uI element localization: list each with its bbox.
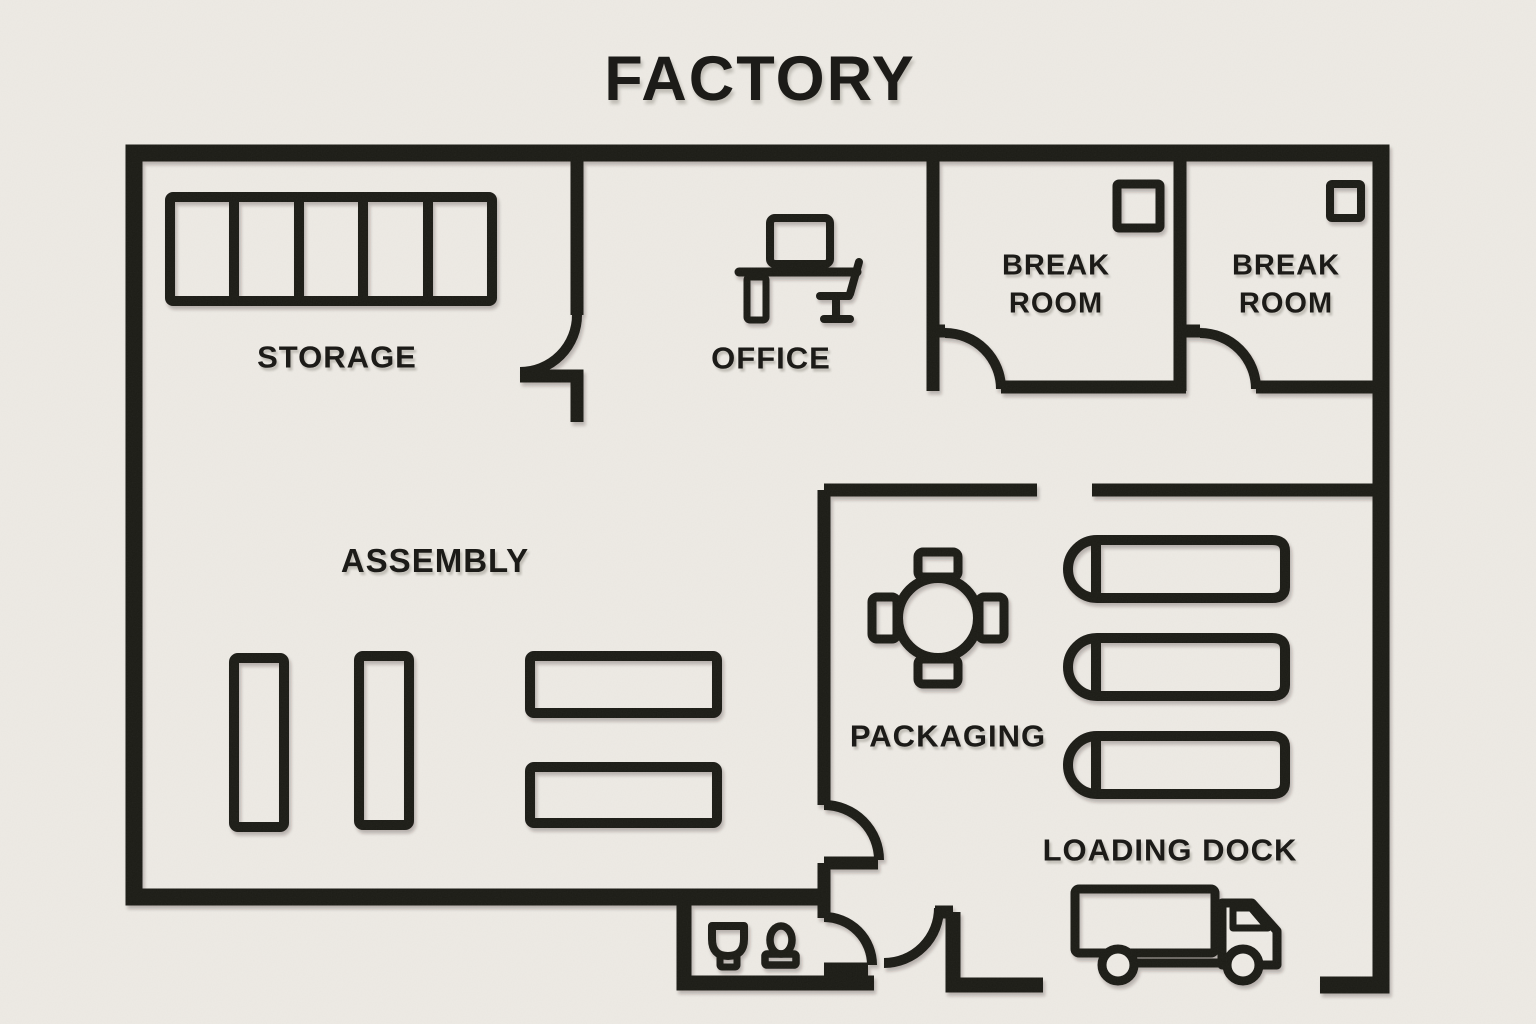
- room-label-break-room-2: BREAK ROOM: [1231, 249, 1341, 320]
- loading-dock-left-wall: [945, 912, 1043, 993]
- packaging-table-icon: [867, 547, 1009, 689]
- room-label-storage: STORAGE: [257, 339, 417, 375]
- dock-corridor-door-arc: [883, 907, 944, 968]
- break-room-2-door-arc: [1199, 328, 1261, 390]
- page-title: FACTORY: [604, 44, 916, 114]
- room-label-assembly: ASSEMBLY: [340, 542, 530, 580]
- break-room-2-cabinet-icon: [1326, 180, 1365, 222]
- roller-cart-icons: [1063, 535, 1290, 799]
- office-desk-icon: [734, 214, 863, 324]
- room-label-office: OFFICE: [711, 340, 831, 376]
- storage-door-arc: [519, 314, 582, 377]
- packaging-door-arc: [823, 800, 884, 861]
- truck-icon: [1070, 884, 1282, 986]
- break-room-1-cabinet-icon: [1112, 179, 1165, 233]
- break-room-1-door-arc: [944, 328, 1006, 390]
- room-label-packaging: PACKAGING: [849, 718, 1047, 754]
- room-label-loading-dock: LOADING DOCK: [1042, 832, 1298, 868]
- room-label-break-room-1: BREAK ROOM: [1001, 249, 1111, 320]
- shelving-rack-icon: [165, 192, 497, 306]
- restroom-toilet-icon: [708, 922, 748, 971]
- restroom-door-arc: [823, 912, 877, 966]
- assembly-benches-icon: [229, 651, 722, 832]
- restroom-person-icon: [761, 922, 800, 969]
